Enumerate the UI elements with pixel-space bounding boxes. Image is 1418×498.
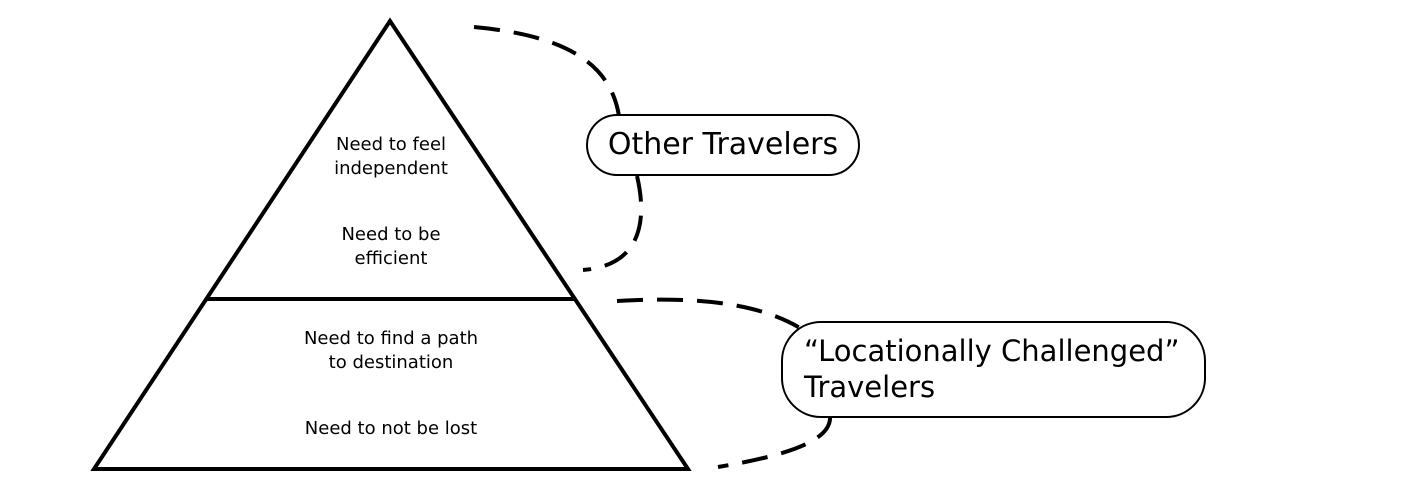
need-find-path-line1: Need to find a path <box>303 328 479 349</box>
need-not-be-lost-line1: Need to not be lost <box>304 418 478 439</box>
need-be-efficient-line1: Need to be <box>341 224 441 245</box>
pyramid-outline <box>90 17 692 471</box>
need-find-path-line2: to destination <box>328 352 454 373</box>
lc-travelers-bracket-top <box>616 297 802 330</box>
locationally-challenged-travelers-label: “Locationally Challenged” Travelers <box>781 321 1206 418</box>
need-feel-independent: Need to feel independent <box>334 133 448 181</box>
need-not-be-lost: Need to not be lost <box>305 417 477 441</box>
need-feel-independent-line2: independent <box>334 158 448 179</box>
other-travelers-bracket-bottom <box>582 175 644 272</box>
lc-travelers-line1: “Locationally Challenged” <box>804 334 1180 368</box>
need-feel-independent-line1: Need to feel <box>335 134 447 155</box>
other-travelers-bracket-top <box>473 25 621 117</box>
need-be-efficient: Need to be efficient <box>341 223 440 271</box>
need-find-path: Need to find a path to destination <box>304 327 478 375</box>
other-travelers-label: Other Travelers <box>586 114 860 176</box>
lc-travelers-bracket-bottom <box>717 415 833 469</box>
need-be-efficient-line2: efficient <box>354 248 428 269</box>
lc-travelers-line2: Travelers <box>804 370 936 404</box>
